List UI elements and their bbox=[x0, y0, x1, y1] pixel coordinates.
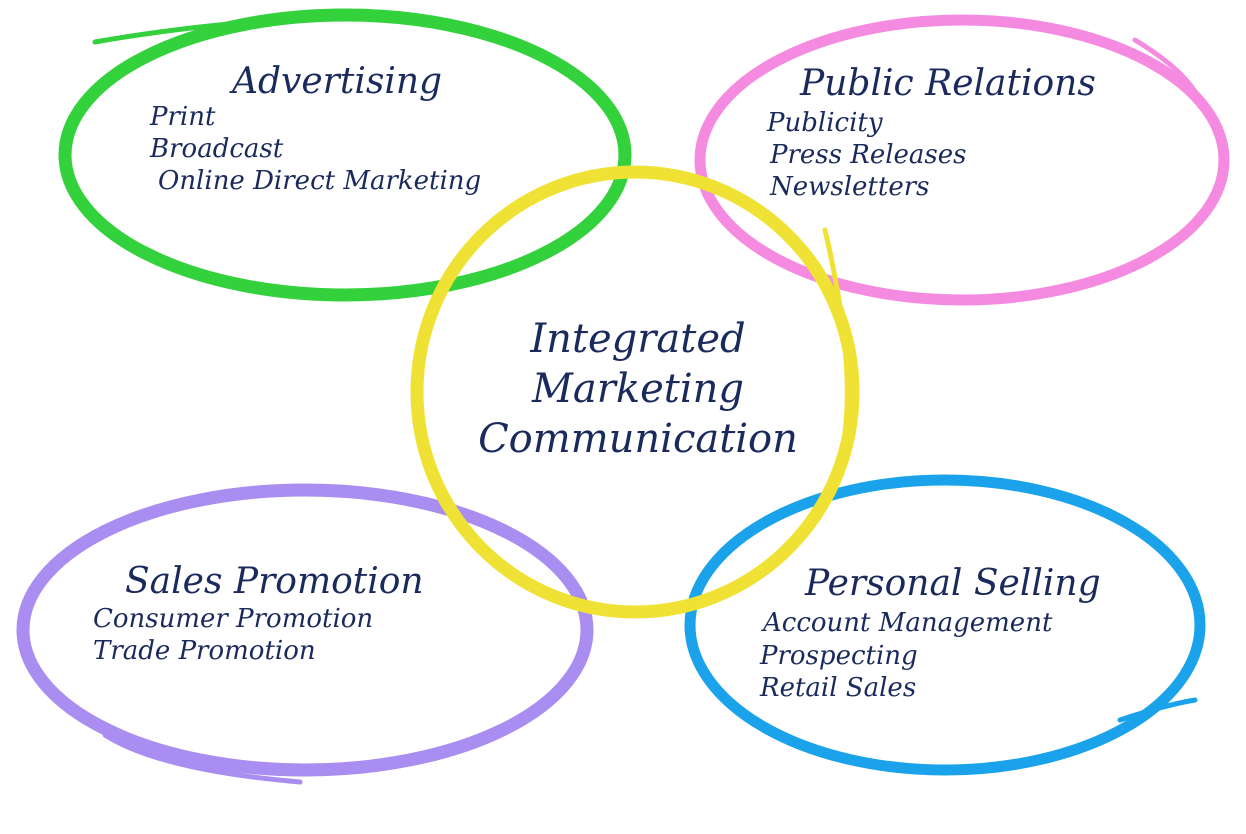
center-ellipse bbox=[410, 165, 860, 619]
public-relations-item-newsletters: Newsletters bbox=[770, 172, 930, 202]
public-relations-ring bbox=[694, 14, 1230, 306]
center-title-line-3: Communication bbox=[478, 416, 798, 462]
advertising-heading: Advertising bbox=[232, 61, 443, 102]
sales-promotion-ellipse bbox=[16, 483, 594, 777]
public-relations-item-publicity: Publicity bbox=[767, 108, 883, 138]
advertising-item-online-direct-marketing: Online Direct Marketing bbox=[158, 166, 482, 196]
sales-promotion-item-consumer-promotion: Consumer Promotion bbox=[93, 604, 374, 634]
personal-selling-item-account-management: Account Management bbox=[763, 608, 1053, 638]
center-title-line-1: Integrated bbox=[530, 316, 746, 362]
personal-selling-item-prospecting: Prospecting bbox=[760, 641, 918, 671]
public-relations-heading: Public Relations bbox=[800, 63, 1096, 104]
public-relations-stroke-tail bbox=[1132, 37, 1203, 103]
advertising-ellipse bbox=[58, 8, 632, 302]
sales-promotion-ring bbox=[16, 483, 594, 785]
center-ring bbox=[410, 165, 860, 619]
personal-selling-stroke-tail bbox=[1117, 697, 1198, 723]
advertising-item-print: Print bbox=[150, 102, 216, 132]
center-title-line-2: Marketing bbox=[531, 366, 745, 412]
personal-selling-heading: Personal Selling bbox=[805, 563, 1101, 604]
personal-selling-item-retail-sales: Retail Sales bbox=[760, 673, 917, 703]
sales-promotion-item-trade-promotion: Trade Promotion bbox=[93, 636, 316, 666]
sales-promotion-stroke-tail bbox=[102, 732, 303, 785]
advertising-ring bbox=[58, 8, 632, 302]
advertising-stroke-tail bbox=[92, 11, 403, 45]
advertising-item-broadcast: Broadcast bbox=[150, 134, 284, 164]
public-relations-item-press-releases: Press Releases bbox=[770, 140, 967, 170]
sales-promotion-heading: Sales Promotion bbox=[125, 561, 424, 602]
personal-selling-ring bbox=[684, 474, 1206, 776]
personal-selling-ellipse bbox=[684, 474, 1206, 776]
center-stroke-tail bbox=[822, 227, 850, 463]
public-relations-ellipse bbox=[694, 14, 1230, 306]
